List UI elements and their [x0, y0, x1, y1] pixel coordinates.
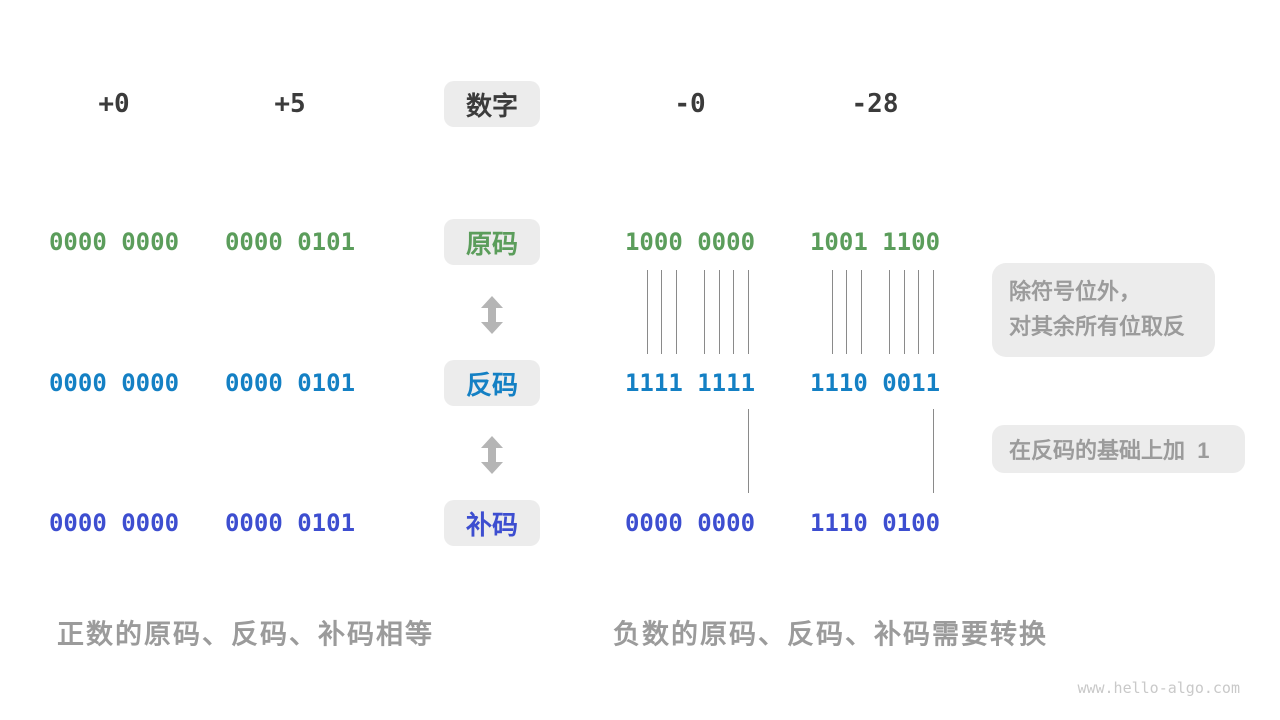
bit-line — [704, 270, 706, 354]
sign-magnitude-minus-zero: 1000 0000 — [624, 228, 756, 256]
sign-magnitude-plus-five: 0000 0101 — [224, 228, 356, 256]
updown-arrow-icon — [481, 436, 503, 474]
bit-line — [718, 270, 720, 354]
note-add-one: 在反码的基础上加 1 — [992, 425, 1245, 473]
ones-complement-plus-zero: 0000 0000 — [48, 369, 180, 397]
bit-line — [733, 270, 735, 354]
ones-complement-plus-five: 0000 0101 — [224, 369, 356, 397]
twos-complement-minus-zero: 0000 0000 — [624, 509, 756, 537]
number-label-badge: 数字 — [444, 81, 540, 127]
bit-line — [675, 270, 677, 354]
updown-arrow-icon — [481, 296, 503, 334]
header-value-minus-28: -28 — [851, 89, 899, 119]
ones-complement-minus-zero: 1111 1111 — [624, 369, 756, 397]
note-invert-bits-line2: 对其余所有位取反 — [1009, 314, 1186, 339]
sign-magnitude-plus-zero: 0000 0000 — [48, 228, 180, 256]
bit-line — [747, 270, 749, 354]
caption-positive-numbers: 正数的原码、反码、补码相等 — [57, 619, 434, 650]
watermark-hello-algo: www.hello-algo.com — [1077, 679, 1240, 697]
carry-connector-line — [748, 409, 749, 493]
bit-line — [932, 270, 934, 354]
twos-complement-plus-zero: 0000 0000 — [48, 509, 180, 537]
bit-line — [661, 270, 663, 354]
bit-line — [889, 270, 891, 354]
sign-magnitude-minus-28: 1001 1100 — [809, 228, 941, 256]
header-value-plus-zero: +0 — [98, 89, 130, 119]
note-invert-bits-line1: 除符号位外， — [1009, 279, 1142, 304]
twos-complement-badge: 补码 — [444, 500, 540, 546]
bit-line — [646, 270, 648, 354]
twos-complement-plus-five: 0000 0101 — [224, 509, 356, 537]
header-value-plus-five: +5 — [274, 89, 306, 119]
bit-line — [846, 270, 848, 354]
sign-magnitude-badge: 原码 — [444, 219, 540, 265]
ones-complement-minus-28: 1110 0011 — [809, 369, 941, 397]
caption-negative-numbers: 负数的原码、反码、补码需要转换 — [613, 619, 1048, 650]
note-invert-bits: 除符号位外， 对其余所有位取反 — [992, 263, 1215, 357]
bit-line — [860, 270, 862, 354]
header-value-minus-zero: -0 — [674, 89, 706, 119]
bit-line — [903, 270, 905, 354]
bit-line — [831, 270, 833, 354]
twos-complement-minus-28: 1110 0100 — [809, 509, 941, 537]
ones-complement-badge: 反码 — [444, 360, 540, 406]
bit-line — [918, 270, 920, 354]
carry-connector-line — [933, 409, 934, 493]
